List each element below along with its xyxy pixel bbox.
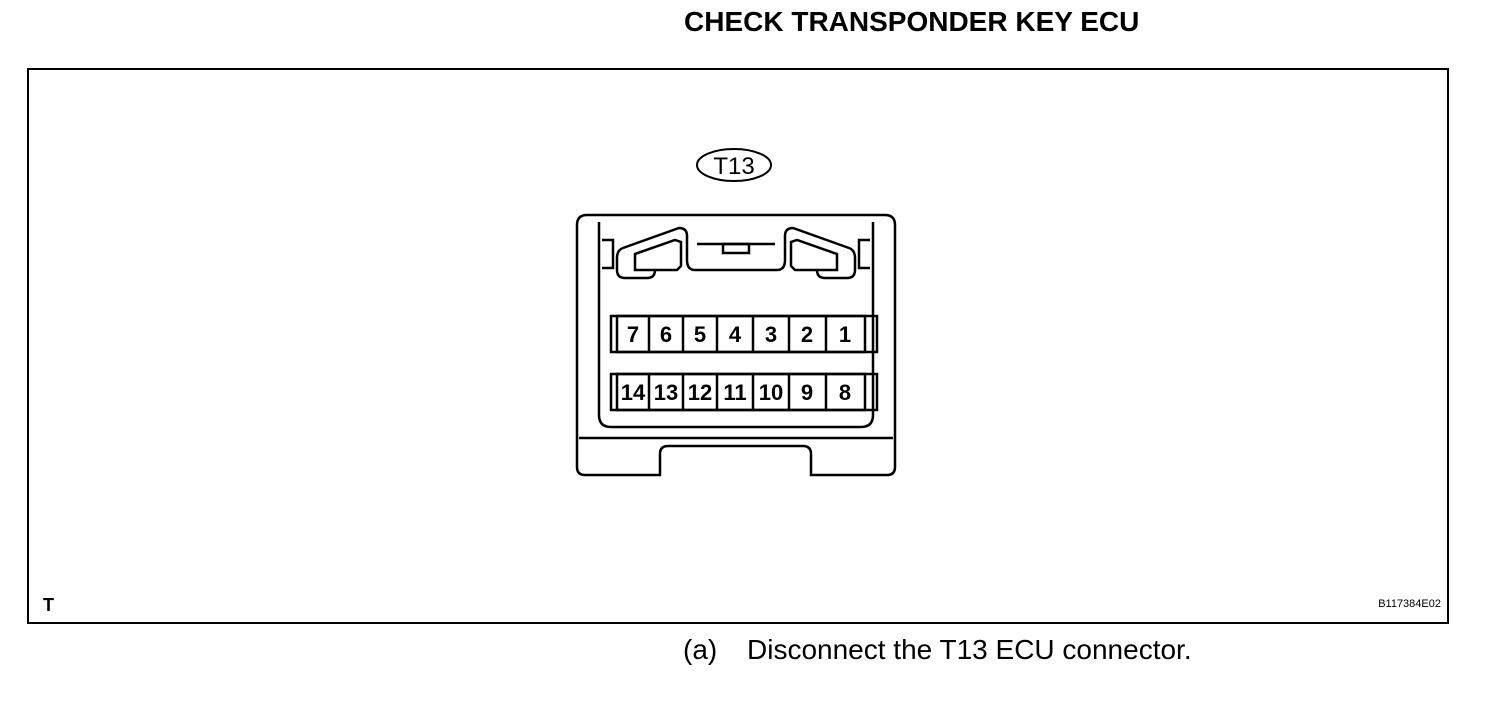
pin-label: 12	[688, 380, 712, 405]
connector-housing	[575, 213, 897, 477]
corner-left-label: T	[43, 595, 54, 615]
step-text: Disconnect the T13 ECU connector.	[747, 634, 1192, 665]
pin-label: 3	[765, 322, 777, 347]
pin-label: 11	[723, 380, 746, 405]
connector-id-label: T13	[713, 153, 754, 180]
pin-label: 7	[627, 322, 639, 347]
figure-frame: 7 6 5 4 3 2 1 14 13 12 11 10 9 8 T13 T B…	[27, 68, 1449, 624]
page-title: CHECK TRANSPONDER KEY ECU	[684, 6, 1140, 37]
pin-label: 2	[801, 322, 813, 347]
instruction-step: (a) Disconnect the T13 ECU connector.	[683, 634, 1192, 666]
pin-label: 14	[621, 380, 646, 405]
pin-row-top	[609, 314, 879, 354]
pin-label: 6	[660, 322, 672, 347]
pin-row-bottom	[609, 372, 879, 412]
step-marker: (a)	[683, 634, 718, 665]
pin-label: 10	[759, 380, 783, 405]
pin-label: 8	[839, 380, 851, 405]
connector-diagram: 7 6 5 4 3 2 1 14 13 12 11 10 9 8 T13	[575, 148, 897, 477]
connector-id-ellipse	[696, 148, 772, 182]
pin-label: 4	[729, 322, 742, 347]
pin-label: 1	[839, 322, 851, 347]
pin-label: 13	[654, 380, 678, 405]
pin-label: 9	[801, 380, 813, 405]
pin-label: 5	[694, 322, 706, 347]
figure-code: B117384E02	[1378, 598, 1441, 610]
